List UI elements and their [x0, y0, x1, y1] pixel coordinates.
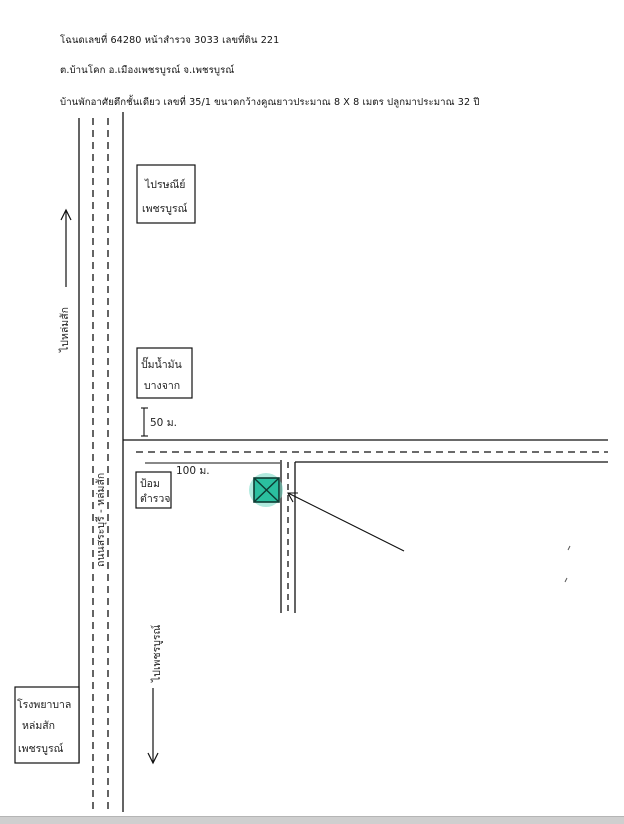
viewer-bottom-edge — [0, 816, 624, 824]
direction-north-label: ไปหล่มสัก — [58, 307, 71, 353]
post-office-label: ไปรษณีย์ — [144, 178, 185, 191]
distance-50m-label: 50 ม. — [150, 417, 177, 429]
direction-south-label: ไปเพชรบูรณ์ — [150, 624, 163, 683]
pointer-arrow-line — [287, 492, 405, 552]
police-box — [135, 471, 172, 509]
hospital-box — [14, 686, 80, 764]
post-office-box — [136, 164, 196, 224]
police-box-label-2: ตำรวจ — [140, 493, 170, 505]
location-line: ต.บ้านโคก อ.เมืองเพชรบูรณ์ จ.เพชรบูรณ์ — [60, 65, 235, 76]
gas-station-box — [136, 347, 193, 399]
pen-mark — [564, 577, 568, 583]
police-box-label: ป้อม — [140, 478, 160, 490]
post-office-label-2: เพชรบูรณ์ — [142, 202, 188, 215]
building-description-line: บ้านพักอาศัยตึกชั้นเดียว เลขที่ 35/1 ขนา… — [60, 97, 480, 108]
north-arrow-head — [60, 208, 72, 221]
south-arrow-head — [147, 752, 159, 765]
gas-station-label: ปั๊มน้ำมัน — [141, 356, 182, 371]
hospital-label: โรงพยาบาล — [17, 698, 71, 711]
deed-info-line: โฉนดเลขที่ 64280 หน้าสำรวจ 3033 เลขที่ดิ… — [60, 35, 280, 46]
main-road-name: ถนนสระบุรี - หล่มสัก — [94, 473, 107, 567]
pointer-arrow-head — [287, 492, 298, 503]
hospital-label-2: หล่มสัก — [22, 720, 55, 732]
distance-100m-label: 100 ม. — [176, 465, 210, 477]
gas-station-label-2: บางจาก — [144, 380, 180, 392]
hospital-label-3: เพชรบูรณ์ — [18, 742, 64, 755]
pen-mark — [567, 545, 571, 551]
property-marker-cross-2 — [253, 477, 280, 503]
